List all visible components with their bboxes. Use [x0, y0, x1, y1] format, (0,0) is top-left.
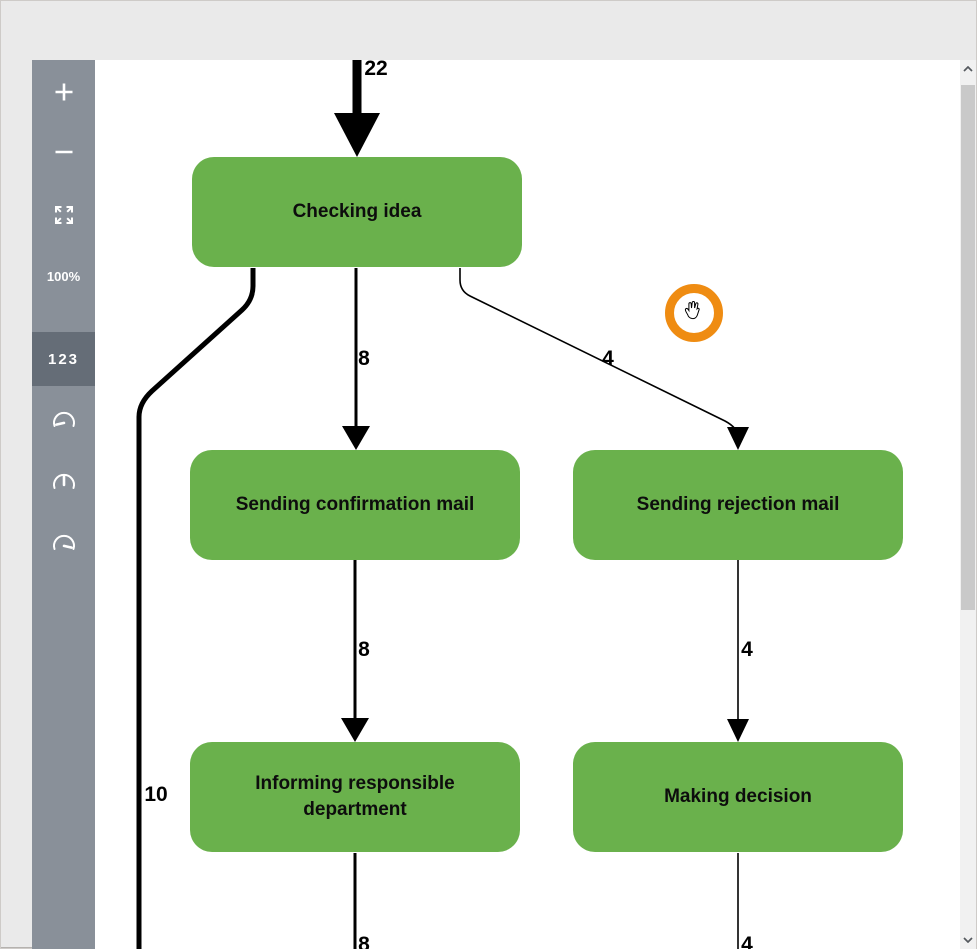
- process-node-sending-rejection-mail[interactable]: Sending rejection mail: [573, 450, 903, 560]
- arrowhead: [334, 113, 380, 157]
- edge-count-label: 8: [358, 347, 370, 370]
- scrollbar-thumb[interactable]: [961, 85, 975, 610]
- plus-icon: [55, 83, 72, 101]
- performance-mid-button[interactable]: [32, 460, 95, 504]
- chevron-up-icon: [963, 66, 973, 72]
- zoom-in-button[interactable]: [32, 70, 95, 114]
- grab-hand-icon: [684, 301, 700, 320]
- edge-count-label: 8: [358, 933, 370, 949]
- edge-count-label: 4: [741, 638, 753, 661]
- edge-count-label: 4: [741, 933, 753, 949]
- vertical-scrollbar[interactable]: [960, 60, 976, 949]
- edge-count-label: 22: [364, 60, 387, 80]
- node-label: Checking idea: [292, 201, 422, 222]
- arrowhead: [341, 718, 369, 742]
- frequency-mode-label: 123: [47, 350, 80, 368]
- edge-line[interactable]: [136, 268, 256, 949]
- performance-low-button[interactable]: [32, 398, 95, 442]
- arrowhead: [727, 427, 749, 450]
- arrowhead: [342, 426, 370, 450]
- performance-high-button[interactable]: [32, 521, 95, 565]
- scroll-down-button[interactable]: [960, 931, 976, 949]
- edge-count-label: 8: [358, 638, 370, 661]
- gauge-low-icon: [52, 411, 75, 427]
- fit-screen-icon: [54, 206, 73, 224]
- node-label: Sending rejection mail: [636, 494, 840, 515]
- canvas-toolbar: 100% 123: [32, 60, 95, 949]
- gauge-mid-icon: [52, 473, 75, 489]
- zoom-level-label: 100%: [46, 268, 81, 284]
- process-node-checking-idea[interactable]: Checking idea: [192, 157, 522, 267]
- process-node-informing-responsible-department[interactable]: Informing responsible department: [190, 742, 520, 852]
- edge-count-label: 4: [602, 347, 614, 370]
- cursor-halo: [665, 284, 723, 342]
- gauge-high-icon: [52, 534, 75, 550]
- cursor-indicator: [665, 284, 723, 342]
- minus-icon: [55, 150, 72, 154]
- process-node-making-decision[interactable]: Making decision: [573, 742, 903, 852]
- process-node-sending-confirmation-mail[interactable]: Sending confirmation mail: [190, 450, 520, 560]
- scroll-up-button[interactable]: [960, 60, 976, 78]
- chevron-down-icon: [963, 937, 973, 943]
- node-label: Sending confirmation mail: [235, 494, 475, 515]
- process-edges-layer: 22 10 8 4 8 4 8 4: [136, 60, 753, 949]
- node-label: Informing responsible department: [255, 773, 455, 820]
- fit-to-screen-button[interactable]: [32, 193, 95, 237]
- edge-line[interactable]: [459, 268, 739, 438]
- zoom-out-button[interactable]: [32, 130, 95, 174]
- node-label: Making decision: [664, 786, 812, 807]
- arrowhead: [727, 719, 749, 742]
- edge-count-label: 10: [144, 783, 167, 806]
- process-map-canvas[interactable]: 22 10 8 4 8 4 8 4: [95, 60, 960, 949]
- frequency-mode-button[interactable]: 123: [32, 332, 95, 386]
